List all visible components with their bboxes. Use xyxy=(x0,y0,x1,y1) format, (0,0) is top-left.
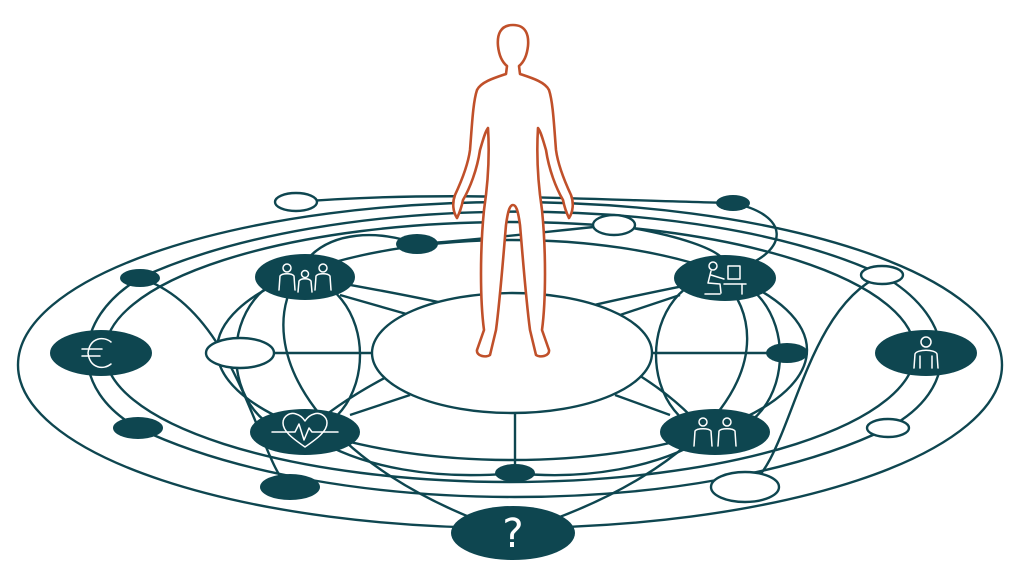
connector-node xyxy=(120,269,160,287)
desk-worker-icon xyxy=(704,261,747,295)
euro-icon xyxy=(81,337,112,369)
connector-nodes xyxy=(113,191,911,504)
connector-node xyxy=(396,234,438,254)
human-silhouette-icon xyxy=(451,23,575,358)
center-platform xyxy=(370,291,654,415)
connector-node xyxy=(766,343,808,363)
person-bust-icon xyxy=(913,336,939,369)
node-health xyxy=(250,409,360,455)
node-individual xyxy=(875,330,977,376)
node-peers xyxy=(660,409,770,455)
connector-node xyxy=(865,417,911,439)
family-icon xyxy=(278,263,332,293)
node-euro xyxy=(50,330,152,376)
spoke-peers xyxy=(614,393,671,417)
spoke-family xyxy=(339,293,411,317)
connector-node xyxy=(709,470,781,504)
spoke-work xyxy=(619,293,681,317)
connector-node xyxy=(495,464,535,482)
node-unknown: ? xyxy=(451,506,575,560)
spoke-health xyxy=(349,393,411,417)
network-lines xyxy=(16,195,1004,535)
connector-node xyxy=(273,191,319,213)
arc-bottom-lower xyxy=(137,426,889,499)
arc-top-upper xyxy=(139,210,883,280)
two-people-icon xyxy=(693,417,737,447)
connector-node xyxy=(204,336,276,370)
heartbeat-icon xyxy=(271,412,339,448)
arc-work-question xyxy=(512,277,749,535)
connector-node xyxy=(859,264,905,286)
node-family xyxy=(255,254,355,300)
connector-node xyxy=(716,195,750,211)
question-mark-icon: ? xyxy=(502,511,523,557)
connector-node xyxy=(591,213,637,237)
connector-node xyxy=(113,417,163,439)
connector-node xyxy=(260,474,320,500)
arc-left-sweep xyxy=(139,276,291,489)
arc-family-question xyxy=(282,274,514,535)
node-work xyxy=(674,255,776,301)
